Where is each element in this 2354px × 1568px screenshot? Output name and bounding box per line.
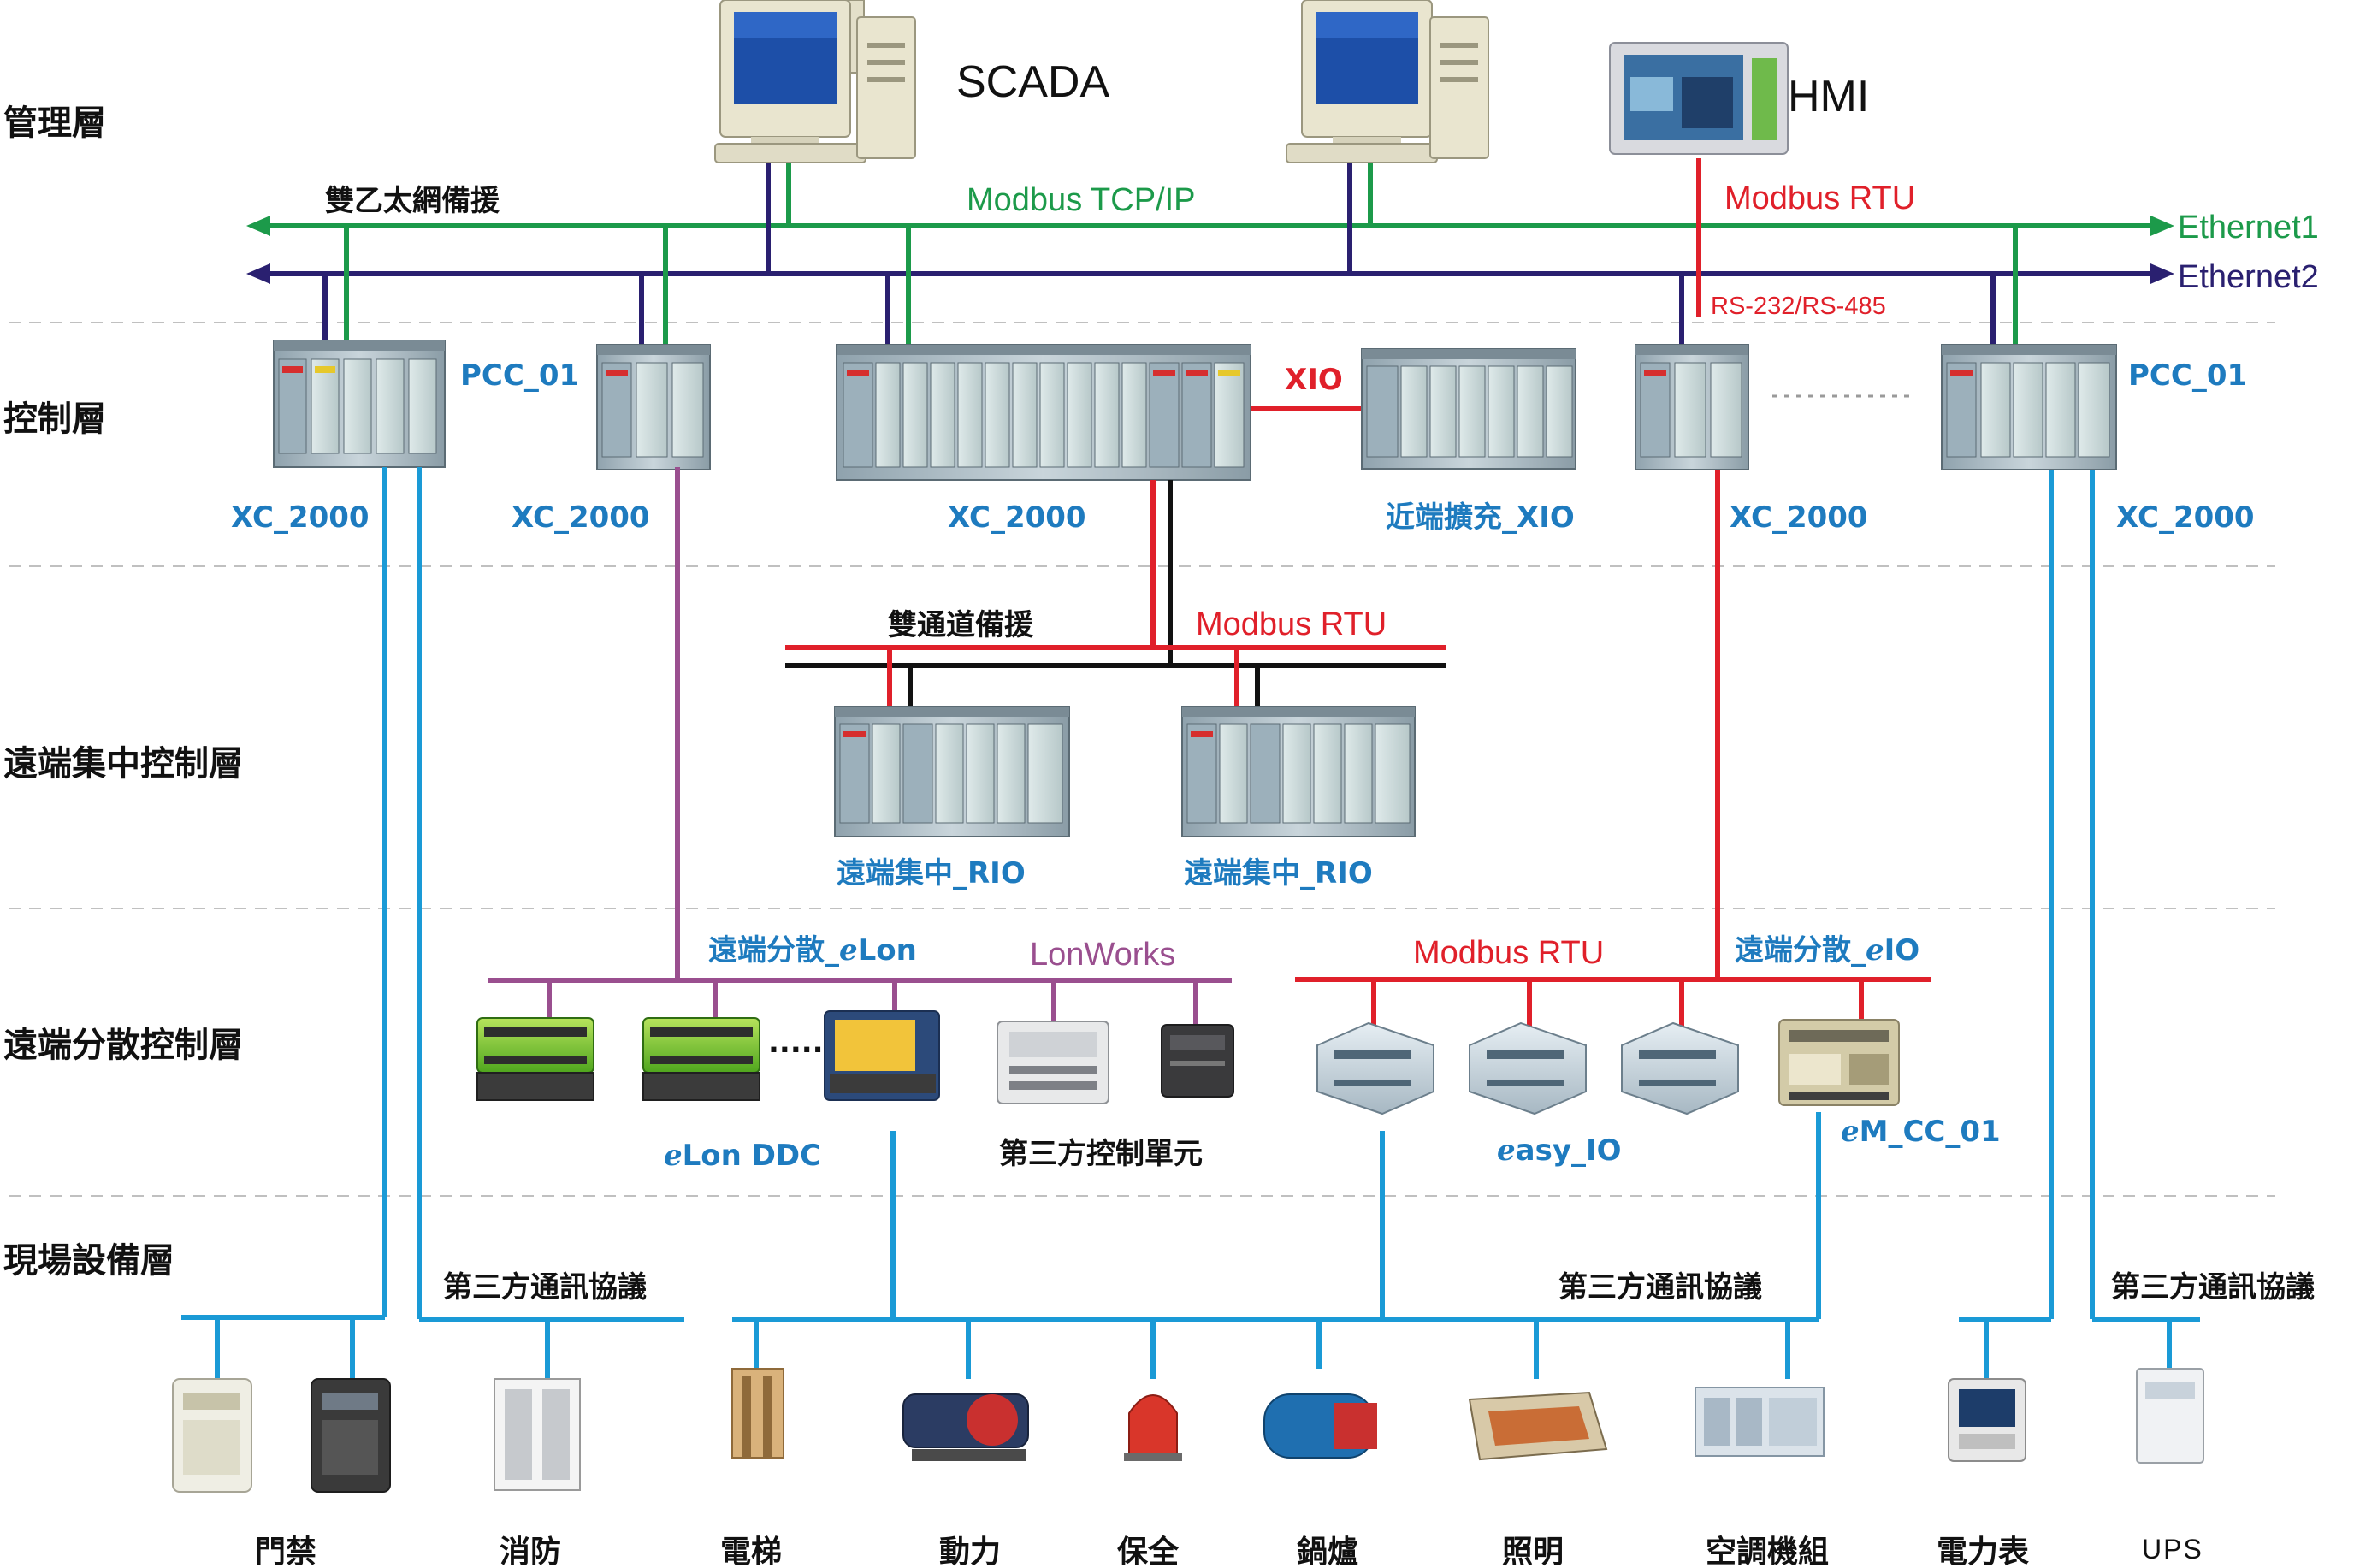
ethernet1-label: Ethernet1 [2178,210,2319,246]
xio-label: XIO [1285,363,1343,397]
rio-rack-2 [1181,706,1416,837]
em-cc-01 [1778,1019,1900,1106]
field-label-fire: 消防 [500,1535,561,1568]
rs-label: RS-232/RS-485 [1711,293,1886,320]
layer-titles: 管理層 控制層 遠端集中控制層 遠端分散控制層 現場設備層 [3,104,243,1281]
eio-title: 遠端分散_eIO [1735,933,1919,967]
xc-rack-3 [836,344,1251,481]
pcc-rack-left [273,340,446,468]
layer-title-control: 控制層 [3,399,106,439]
modbus-rtu-top-label: Modbus RTU [1724,180,1915,216]
hmi-panel [1609,42,1789,155]
third-party-unit-2 [1161,1024,1234,1098]
third-party-unit-label: 第三方控制單元 [999,1137,1203,1171]
xc-label-1: XC_2000 [231,500,370,535]
xc-rack-4 [1635,344,1749,470]
field-label-boiler: 鍋爐 [1297,1534,1358,1568]
xc-label-2: XC_2000 [512,500,650,535]
layer-title-field: 現場設備層 [3,1241,174,1281]
alarm-light [1124,1394,1182,1461]
elon-ddc-label: eLon DDC [664,1139,821,1173]
lonworks-label: LonWorks [1030,937,1175,973]
easy-io-label: easy_IO [1497,1133,1622,1168]
access-control-device-2 [311,1378,391,1493]
xc-label-5: XC_2000 [2116,500,2255,535]
easy-io-3 [1621,1021,1739,1115]
power-meter [1948,1378,2026,1462]
layer-title-remote-central: 遠端集中控制層 [3,744,243,784]
layer-title-management: 管理層 [3,104,106,143]
near-xio-rack [1361,348,1576,470]
xc-label-3: XC_2000 [948,500,1086,535]
protocol-label-2: 第三方通訊協議 [1558,1270,1762,1305]
ups-device [2136,1368,2204,1464]
scada-label: SCADA [956,57,1109,107]
field-label-elevator: 電梯 [720,1535,782,1568]
em-cc-label: eM_CC_01 [1841,1115,2001,1149]
pcc-left-label: PCC_01 [460,358,579,393]
elon-ellipsis: ...... [768,1026,835,1060]
field-buses [181,467,2200,1379]
modbus-rtu-central-label: Modbus RTU [1196,606,1387,642]
modbus-tcp-label: Modbus TCP/IP [967,182,1196,218]
field-label-access: 門禁 [255,1535,316,1568]
protocol-label-1: 第三方通訊協議 [443,1270,647,1305]
protocol-label-3: 第三方通訊協議 [2111,1270,2315,1305]
lighting-device [1468,1391,1608,1461]
elon-ddc-1 [476,1017,594,1101]
dual-channel-label: 雙通道備援 [888,608,1034,642]
elevator-device [731,1368,784,1459]
elon-ddc-3 [824,1010,940,1101]
ethernet2-label: Ethernet2 [2178,259,2319,295]
rio-rack-1 [834,706,1070,837]
xc-rack-2 [596,344,711,470]
pump-device [902,1393,1029,1461]
fire-panel [494,1378,581,1491]
rio-label-2: 遠端集中_RIO [1184,856,1373,891]
ethernet1-arrow-left [246,216,270,236]
dual-ethernet-label: 雙乙太網備援 [325,184,500,218]
field-label-lighting: 照明 [1502,1535,1564,1568]
easy-io-2 [1469,1021,1587,1115]
field-device-labels: 門禁 消防 電梯 動力 保全 鍋爐 照明 空調機組 電力表 UPS [255,1534,2203,1568]
ethernet2-arrow-right [2150,263,2174,284]
ethernet1-arrow-right [2150,216,2174,236]
boiler-device [1263,1393,1377,1459]
xc-label-4: XC_2000 [1730,500,1868,535]
easy-io-1 [1316,1021,1434,1115]
ethernet-buses [246,158,2174,345]
hvac-unit [1695,1387,1825,1457]
modbus-rtu-distributed-label: Modbus RTU [1413,935,1604,971]
scada-computer-1 [714,0,916,163]
elon-ddc-2 [642,1017,760,1101]
pcc-right-label: PCC_01 [2128,358,2247,393]
field-label-security: 保全 [1117,1534,1180,1568]
near-xio-label: 近端擴充_XIO [1386,500,1575,535]
rio-label-1: 遠端集中_RIO [837,856,1026,891]
field-label-ups: UPS [2142,1534,2203,1565]
ethernet2-arrow-left [246,263,270,284]
field-label-power: 動力 [939,1535,1001,1568]
scada-computer-2 [1286,0,1489,163]
elon-title: 遠端分散_eLon [708,933,917,967]
hmi-label: HMI [1788,72,1869,121]
layer-title-remote-distributed: 遠端分散控制層 [3,1026,243,1065]
field-label-meter: 電力表 [1937,1535,2029,1568]
pcc-rack-right [1941,344,2117,470]
field-label-hvac: 空調機組 [1706,1535,1829,1568]
access-control-device-1 [172,1378,252,1493]
third-party-unit-1 [997,1021,1109,1104]
